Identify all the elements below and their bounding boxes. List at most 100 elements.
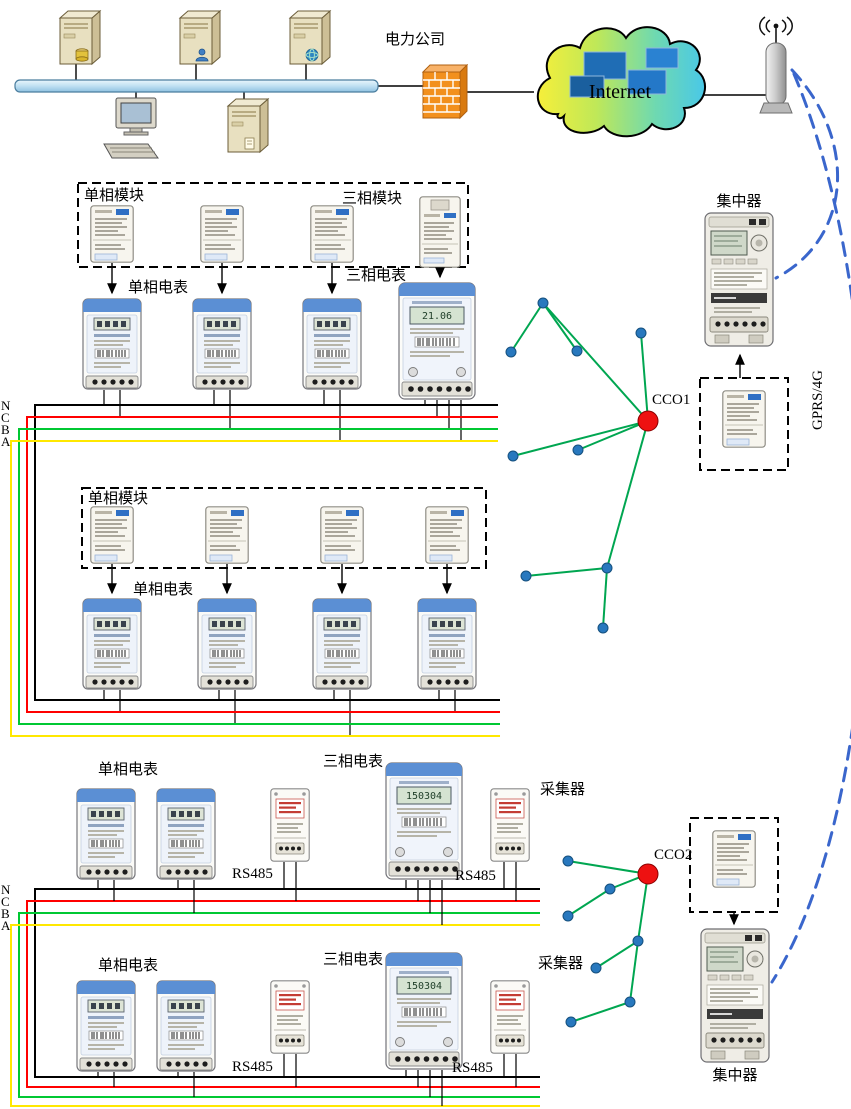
concentrator-label: 集中器 <box>712 1067 757 1084</box>
rs485-label: RS485 <box>452 1060 493 1076</box>
single-phase-module-label: 单相模块 <box>88 490 148 507</box>
phase-b-run-lower <box>18 912 540 1098</box>
phase-c-run-upper <box>26 416 500 713</box>
phase-b-label: B <box>1 422 10 437</box>
rs485-label: RS485 <box>455 868 496 884</box>
single-phase-meter <box>82 598 142 690</box>
cco1-node <box>637 410 659 432</box>
single-phase-module <box>90 205 134 263</box>
phase-n-label: N <box>1 398 11 413</box>
single-phase-meter <box>156 980 216 1072</box>
cco2-node <box>637 863 659 885</box>
single-phase-module <box>712 830 756 888</box>
network-node <box>505 346 517 358</box>
three-phase-module-label: 三相模块 <box>342 190 402 207</box>
tree-nodes <box>505 297 647 634</box>
server-icon <box>59 10 101 65</box>
single-phase-module <box>90 506 134 564</box>
single-phase-module-label: 单相模块 <box>84 187 144 204</box>
phase-n-run-upper <box>34 404 500 701</box>
plc-tree-1: CCO1 <box>505 297 690 634</box>
lan-links <box>75 64 766 99</box>
phase-a-label: A <box>1 918 11 933</box>
three-phase-meter <box>385 952 463 1070</box>
single-phase-meter <box>76 980 136 1072</box>
single-phase-meter-label: 单相电表 <box>98 957 158 974</box>
single-phase-meter <box>197 598 257 690</box>
gprs-link-concentrator2 <box>770 72 851 984</box>
phase-c-run-lower <box>26 900 540 1088</box>
network-node <box>624 996 636 1008</box>
single-phase-meter <box>312 598 372 690</box>
module-box-concentrator1 <box>699 377 789 471</box>
antenna-icon <box>759 16 793 114</box>
globe-badge <box>305 48 319 62</box>
phase-labels-lower: N C B A <box>1 882 11 933</box>
single-phase-module <box>205 506 249 564</box>
network-node <box>572 444 584 456</box>
module-box-2 <box>81 487 487 569</box>
single-phase-module <box>425 506 469 564</box>
collector-label: 采集器 <box>540 781 585 798</box>
concentrator-device <box>704 212 774 347</box>
document-badge <box>244 137 255 150</box>
rs485-collector <box>490 980 530 1054</box>
phase-n-line <box>34 404 540 1078</box>
module-to-meter-arrows <box>107 564 452 595</box>
server-icon <box>179 10 221 65</box>
phase-labels-upper: N C B A <box>1 398 11 449</box>
network-node <box>571 345 583 357</box>
lan-bus <box>14 79 379 93</box>
network-node <box>562 855 574 867</box>
meter-group-1: 单相模块 三相模块 单相电表 三相电表 21.06 <box>77 182 476 441</box>
network-node <box>601 562 613 574</box>
rs485-collector <box>270 980 310 1054</box>
network-node <box>520 570 532 582</box>
three-phase-meter-label: 三相电表 <box>323 951 383 968</box>
meter-group-2: 单相模块 单相电表 <box>81 487 487 736</box>
single-phase-meter <box>156 788 216 880</box>
collector-label: 采集器 <box>538 955 583 972</box>
phase-n-run-lower <box>34 888 540 1078</box>
firewall-icon <box>422 64 468 119</box>
single-phase-module <box>320 506 364 564</box>
three-phase-meter-label: 三相电表 <box>323 753 383 770</box>
single-phase-meter-label: 单相电表 <box>128 279 188 296</box>
phase-c-label: C <box>1 894 10 909</box>
single-phase-meter-label: 单相电表 <box>98 761 158 778</box>
phase-a-run-lower <box>10 924 540 1107</box>
single-phase-meter <box>76 788 136 880</box>
network-node <box>562 910 574 922</box>
gprs-label: GPRS/4G <box>810 370 826 430</box>
concentrator-device <box>700 928 770 1063</box>
network-node <box>537 297 549 309</box>
network-node <box>632 935 644 947</box>
meter-group-4: 单相电表 RS485 三相电表 150304 RS485 采集器 <box>76 951 583 1106</box>
network-node <box>604 883 616 895</box>
meter-group-3: 单相电表 RS485 三相电表 150304 RS485 采集器 <box>76 753 585 925</box>
internet-cloud: Internet <box>536 26 706 138</box>
meter-lcd: 21.06 <box>422 311 452 322</box>
cco1-label: CCO1 <box>652 392 690 408</box>
rs485-label: RS485 <box>232 1059 273 1075</box>
concentrator-label: 集中器 <box>716 193 761 210</box>
server-icon <box>289 10 331 65</box>
tree-links <box>510 302 649 629</box>
single-phase-meter <box>417 598 477 690</box>
phase-n-label: N <box>1 882 11 897</box>
meter-drop-wires <box>97 1054 517 1106</box>
power-company-lan: 电力公司 Internet <box>14 10 793 159</box>
phase-a-line <box>10 440 540 1107</box>
internet-label: Internet <box>589 81 652 103</box>
server-icon <box>227 98 269 153</box>
meter-drop-wires <box>97 862 517 925</box>
phase-b-line <box>18 428 540 1098</box>
plc-tree-2: CCO2 <box>562 847 692 1028</box>
meter-lcd: 150304 <box>406 981 442 992</box>
network-node <box>565 1016 577 1028</box>
concentrator-1: 集中器 <box>699 193 789 471</box>
phase-b-run-upper <box>18 428 500 725</box>
three-phase-module <box>419 196 461 268</box>
single-phase-module <box>722 390 766 448</box>
